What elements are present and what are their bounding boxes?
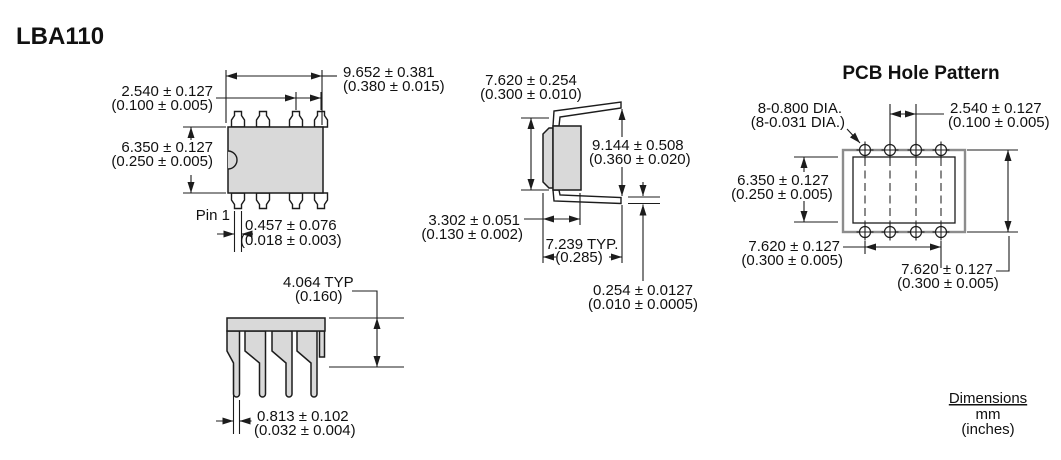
dim-leadthick-in: (0.010 ± 0.0005): [588, 296, 698, 313]
front-view-body-bar: [226, 317, 326, 332]
pcb-rowspacing-mm: 7.620 ± 0.127: [901, 261, 993, 278]
dim-shoulder-in: (0.160): [295, 288, 343, 305]
pin1-label: Pin 1: [196, 207, 230, 224]
pcb-dia-mm: 8-0.800 DIA.: [758, 100, 842, 117]
side-view-top-lead: [552, 101, 622, 127]
pcb-title: PCB Hole Pattern: [842, 63, 999, 84]
dim-length-mm: 9.652 ± 0.381: [343, 64, 435, 81]
units-note: Dimensions mm (inches): [949, 390, 1027, 438]
units-secondary: (inches): [961, 421, 1014, 438]
dim-length-in: (0.380 ± 0.015): [343, 78, 445, 95]
dim-leadspan-in: (0.360 ± 0.020): [589, 151, 691, 168]
dim-bodythick-in: (0.130 ± 0.002): [421, 226, 523, 243]
front-view-leads: [226, 330, 326, 398]
pcb-dia-leader: [846, 128, 861, 144]
pcb-dia-in: (8-0.031 DIA.): [751, 114, 845, 131]
pin1-notch: [227, 150, 238, 170]
pcb-dashed-lines: [864, 158, 942, 224]
page-title: LBA110: [16, 23, 104, 50]
dim-bodywidth-mm: 7.620 ± 0.254: [485, 72, 577, 89]
dip-body-top-view: [227, 126, 324, 194]
top-view-extension-lines: [183, 70, 323, 252]
pcb-pitch-mm: 2.540 ± 0.127: [950, 100, 1042, 117]
dim-width-mm: 6.350 ± 0.127: [121, 139, 213, 156]
pcb-width-in: (0.250 ± 0.005): [731, 186, 833, 203]
dim-pinwidth-in: (0.018 ± 0.003): [240, 232, 342, 249]
dim-leadtyp-in: (0.285): [555, 249, 603, 266]
dim-bodythick-mm: 3.302 ± 0.051: [428, 212, 520, 229]
pcb-hole-pattern: PCB Hole Pattern 8-0.800 DIA. (8-0.031 D…: [731, 63, 1049, 292]
dim-pinthick-mm: 0.813 ± 0.102: [257, 408, 349, 425]
front-view-extension-lines: [232, 290, 404, 434]
dim-width-in: (0.250 ± 0.005): [111, 153, 213, 170]
units-label: Dimensions: [949, 390, 1027, 407]
side-view-body-right: [552, 125, 582, 191]
dim-pitch-in: (0.100 ± 0.005): [111, 97, 213, 114]
dip-bottom-pins: [230, 192, 329, 210]
dim-leadtyp-mm: 7.239 TYP.: [546, 236, 619, 253]
pcb-outline-rect: [841, 148, 967, 234]
dip-top-pins: [230, 110, 329, 128]
pcb-width-mm: 6.350 ± 0.127: [737, 172, 829, 189]
pcb-pitch-in: (0.100 ± 0.005): [948, 114, 1050, 131]
side-view-body-left: [542, 127, 554, 189]
dim-leadspan-mm: 9.144 ± 0.508: [592, 137, 684, 154]
pcb-rowspacing-in: (0.300 ± 0.005): [897, 275, 999, 292]
pcb-rowspan-mm: 7.620 ± 0.127: [748, 238, 840, 255]
pcb-inner-rect: [852, 156, 956, 224]
dim-pinwidth-mm: 0.457 ± 0.076: [245, 217, 337, 234]
dim-pinthick-in: (0.032 ± 0.004): [254, 422, 356, 439]
dim-pitch-mm: 2.540 ± 0.127: [121, 83, 213, 100]
pcb-rowspan-in: (0.300 ± 0.005): [741, 252, 843, 269]
side-view-bottom-lead: [552, 189, 622, 205]
dim-leadthick-mm: 0.254 ± 0.0127: [593, 282, 693, 299]
side-view: 7.620 ± 0.254 (0.300 ± 0.010) 9.144 ± 0.…: [421, 72, 698, 313]
side-view-extension-lines: [521, 117, 660, 263]
pcb-holes: [856, 141, 950, 241]
top-view: 9.652 ± 0.381 (0.380 ± 0.015) 2.540 ± 0.…: [111, 64, 445, 252]
dim-shoulder-mm: 4.064 TYP: [283, 274, 354, 291]
front-view: 4.064 TYP (0.160) 0.813 ± 0.102 (0.032 ±…: [216, 274, 404, 439]
dim-bodywidth-in: (0.300 ± 0.010): [480, 86, 582, 103]
units-primary: mm: [976, 406, 1001, 423]
